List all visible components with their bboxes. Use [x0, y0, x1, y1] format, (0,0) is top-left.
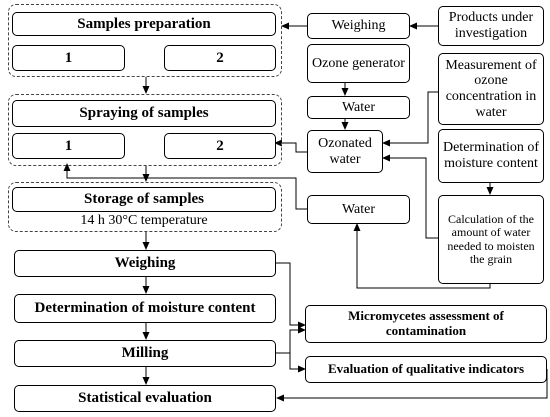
determination-moisture-label: Determination of moisture content — [34, 300, 256, 317]
storage-box: Storage of samples — [12, 187, 276, 212]
storage-label: Storage of samples — [84, 191, 204, 208]
arrow-calculation-to-ozonated — [382, 154, 438, 239]
statistical-evaluation-box: Statistical evaluation — [14, 385, 276, 412]
products-label: Products under investigation — [448, 10, 534, 41]
arrow-ozonated-to-spray2 — [274, 139, 307, 153]
measurement-ozone-label: Measurement of ozone concentration in wa… — [445, 57, 537, 120]
determination-moisture-box: Determination of moisture content — [14, 294, 276, 323]
determination-moisture-right-label: Determination of moisture content — [442, 140, 540, 171]
weighing-box: Weighing — [14, 250, 276, 277]
micromycetes-box: Micromycetes assessment of contamination — [305, 305, 547, 343]
weighing-top-label: Weighing — [331, 18, 386, 34]
arrow-milling-to-evaluation — [289, 353, 306, 373]
evaluation-quality-box: Evaluation of qualitative indicators — [305, 356, 547, 383]
arrow-water2-to-spray1 — [63, 163, 307, 210]
ozone-generator-label: Ozone generator — [312, 55, 405, 71]
water-1-box: Water — [307, 96, 410, 119]
arrow-evaluation-to-statistical — [276, 369, 548, 402]
arrow-milling-to-micromycetes — [276, 326, 306, 354]
milling-label: Milling — [121, 345, 169, 362]
arrow-calculation-to-water2 — [353, 223, 491, 289]
prep-sample-1-box: 1 — [12, 45, 125, 71]
arrow-measurement-to-ozonated — [382, 91, 438, 147]
weighing-label: Weighing — [114, 255, 176, 272]
samples-preparation-label: Samples preparation — [77, 15, 211, 32]
spraying-box: Spraying of samples — [12, 100, 276, 127]
samples-preparation-box: Samples preparation — [12, 12, 276, 36]
spray-sample-1-box: 1 — [12, 133, 125, 159]
water-2-box: Water — [307, 195, 410, 224]
measurement-ozone-box: Measurement of ozone concentration in wa… — [438, 53, 544, 125]
determination-moisture-right-box: Determination of moisture content — [438, 129, 544, 183]
ozone-generator-box: Ozone generator — [307, 44, 410, 83]
ozonated-water-label: Ozonated water — [318, 135, 372, 167]
calculation-water-label: Calculation of the amount of water neede… — [447, 211, 535, 266]
ozonated-water-box: Ozonated water — [307, 130, 383, 173]
spray-sample-2-label: 2 — [216, 137, 224, 154]
group-spraying — [8, 94, 282, 166]
spraying-label: Spraying of samples — [79, 105, 209, 122]
prep-sample-2-label: 2 — [216, 49, 224, 66]
group-samples-preparation — [8, 4, 282, 77]
arrow-weighing-to-micromycetes — [276, 262, 306, 329]
water-2-label: Water — [341, 201, 376, 217]
products-box: Products under investigation — [438, 6, 544, 46]
prep-sample-1-label: 1 — [64, 49, 73, 66]
milling-box: Milling — [14, 340, 276, 367]
weighing-top-box: Weighing — [307, 13, 410, 39]
evaluation-quality-label: Evaluation of qualitative indicators — [327, 361, 525, 377]
micromycetes-label: Micromycetes assessment of contamination — [348, 308, 504, 338]
group-storage — [8, 182, 282, 232]
storage-conditions-text: 14 h 30°C temperature — [80, 213, 208, 228]
prep-sample-2-box: 2 — [164, 45, 276, 71]
statistical-evaluation-label: Statistical evaluation — [78, 390, 212, 407]
water-1-label: Water — [341, 99, 376, 115]
spray-sample-2-box: 2 — [164, 133, 276, 159]
spray-sample-1-label: 1 — [64, 137, 73, 154]
calculation-water-box: Calculation of the amount of water neede… — [438, 195, 544, 284]
